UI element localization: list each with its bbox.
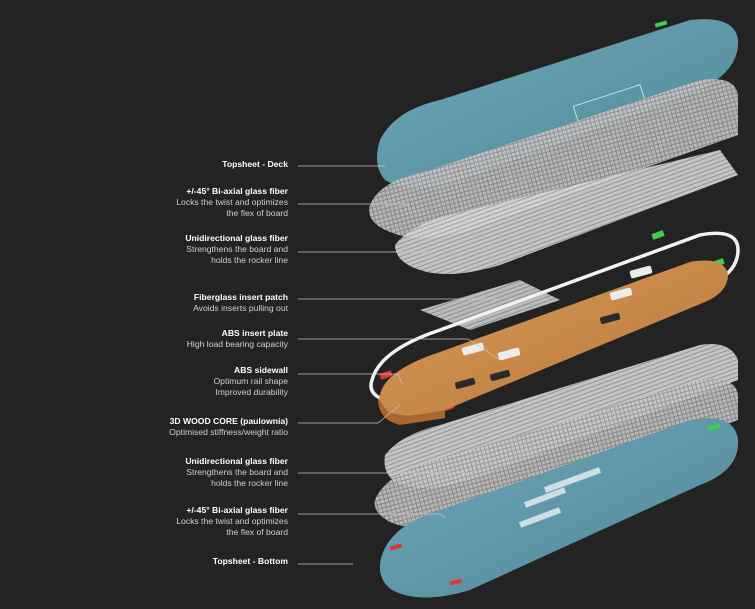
leader-lines — [298, 165, 501, 565]
insert-plate — [497, 347, 521, 361]
layer-label-abs-insert-plate: ABS insert plate High load bearing capac… — [186, 328, 288, 349]
biaxial-fiber-top — [369, 79, 738, 239]
topsheet-bottom — [379, 418, 739, 598]
layer-label-wood-core: 3D WOOD CORE (paulownia) Optimised stiff… — [169, 416, 288, 437]
layer-label-biaxial-top: +/-45° Bi-axial glass fiber Locks the tw… — [176, 186, 288, 218]
layer-label-biaxial-bottom: +/-45° Bi-axial glass fiber Locks the tw… — [176, 505, 288, 537]
layer-label-topsheet-bottom: Topsheet - Bottom — [212, 556, 288, 566]
unidirectional-fiber-top — [395, 150, 738, 274]
fin-marker-green — [654, 20, 668, 28]
insert-plate — [609, 287, 633, 301]
layer-label-topsheet-deck: Topsheet - Deck — [222, 159, 288, 169]
layer-label-unidirectional-bottom: Unidirectional glass fiber Strengthens t… — [185, 456, 288, 488]
layer-label-insert-patch: Fiberglass insert patch Avoids inserts p… — [193, 292, 288, 313]
biaxial-fiber-bottom — [374, 379, 738, 529]
layer-label-abs-sidewall: ABS sidewall Optimum rail shape Improved… — [213, 365, 288, 397]
insert-plate — [629, 265, 653, 279]
wood-core — [378, 260, 728, 425]
fiberglass-insert-patch — [420, 280, 560, 330]
layer-label-unidirectional-top: Unidirectional glass fiber Strengthens t… — [185, 233, 288, 265]
